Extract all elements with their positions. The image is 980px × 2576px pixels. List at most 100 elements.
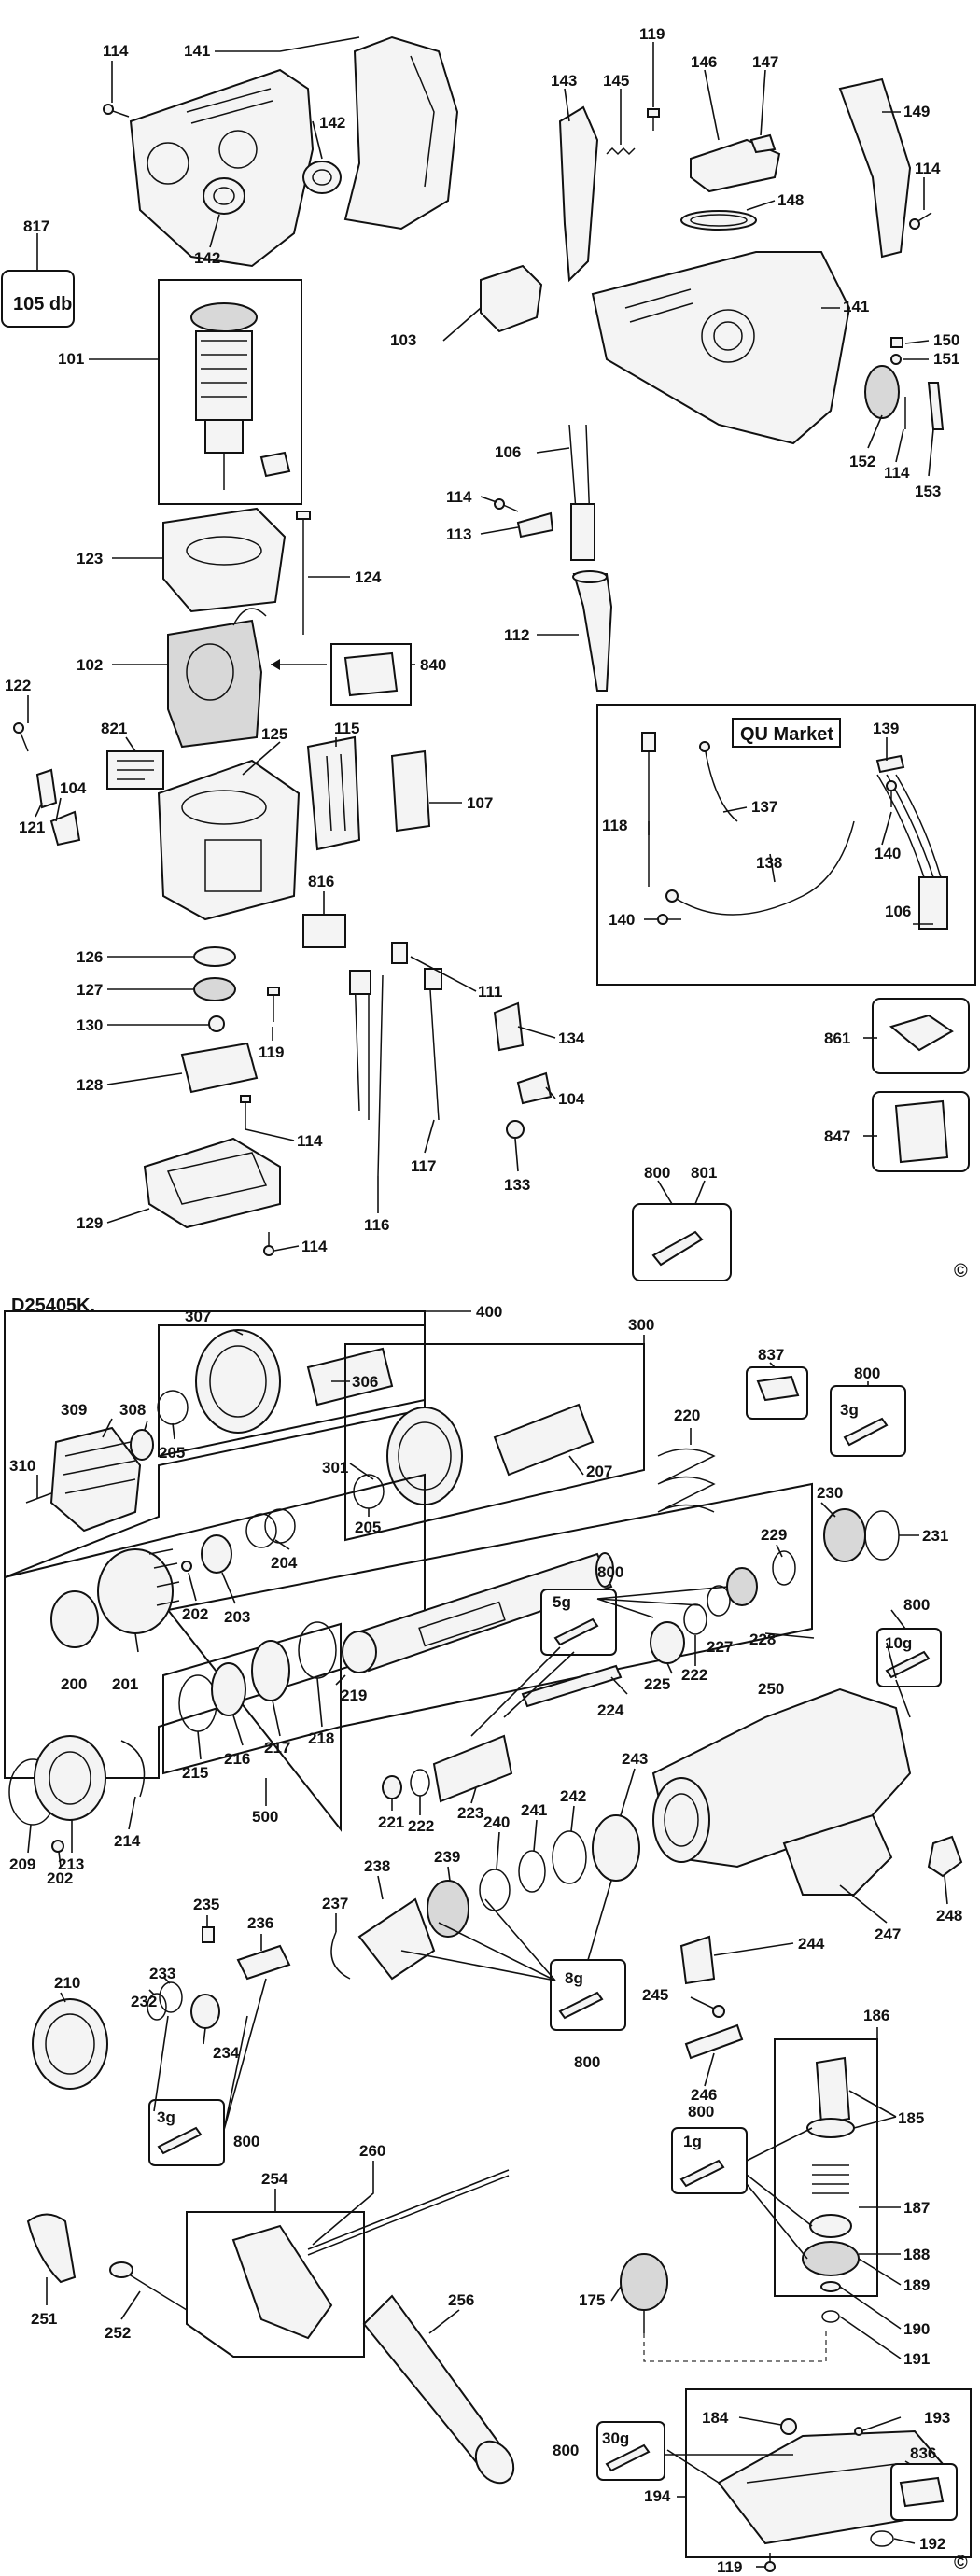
gear-175 (620, 2253, 668, 2333)
callout-225: 225 (644, 1675, 670, 1693)
bearing-holder-128 (180, 1042, 259, 1094)
field-case-125 (157, 759, 301, 921)
callout-114: 114 (301, 1238, 328, 1255)
ring-222-a (683, 1603, 707, 1635)
callout-204: 204 (271, 1554, 298, 1572)
circlip-214 (120, 1740, 146, 1798)
callout-141: 141 (184, 42, 210, 60)
gasket-247 (782, 1813, 893, 1896)
part-223 (432, 1734, 513, 1803)
callout-189: 189 (903, 2276, 930, 2294)
callout-400: 400 (476, 1303, 502, 1321)
screw-140-a (886, 780, 897, 807)
part-244 (679, 1935, 716, 1985)
callout-labels: 105 db QU Market D25405K. © © 114 141 11… (5, 25, 968, 2576)
seal-142-top (302, 161, 342, 194)
kit-model-title: D25405K. (11, 1295, 95, 1316)
callout-241: 241 (521, 1801, 547, 1819)
callout-104: 104 (558, 1090, 585, 1108)
screw-140-b (657, 914, 681, 925)
callout-141: 141 (843, 298, 869, 315)
callout-214: 214 (114, 1832, 141, 1850)
callout-233: 233 (149, 1965, 175, 1982)
qu-market-title-box (732, 718, 841, 748)
part-150 (890, 337, 903, 348)
callout-102: 102 (77, 656, 103, 674)
ring-222-b (410, 1769, 430, 1797)
callout-234: 234 (213, 2044, 240, 2062)
callout-231: 231 (922, 1527, 948, 1545)
box-194 (685, 2388, 972, 2558)
handle-149 (838, 77, 912, 259)
callout-123: 123 (77, 550, 103, 567)
screw-114-e (240, 1095, 251, 1129)
callout-130: 130 (77, 1016, 103, 1034)
part-133 (506, 1120, 525, 1139)
ring-240 (479, 1869, 511, 1911)
callout-310: 310 (9, 1457, 35, 1475)
part-153 (927, 382, 945, 430)
callout-800: 800 (233, 2133, 259, 2150)
callout-222: 222 (408, 1817, 434, 1835)
housing-left-141 (129, 35, 459, 268)
callout-193: 193 (924, 2409, 950, 2427)
ring-231 (864, 1510, 900, 1561)
clamp-251 (26, 2213, 77, 2284)
callout-202: 202 (47, 1869, 73, 1887)
grease-box-8g (550, 1959, 626, 2031)
ring-243 (592, 1814, 640, 1882)
callout-139: 139 (873, 720, 899, 737)
brush-holder-117 (424, 968, 442, 1121)
brush-104-b (516, 1071, 553, 1105)
part-245 (712, 2005, 725, 2018)
callout-800: 800 (903, 1596, 930, 1614)
holder-134 (493, 1001, 525, 1052)
screw-119-a (647, 108, 660, 131)
callout-142: 142 (194, 249, 220, 267)
callout-194: 194 (644, 2487, 671, 2505)
callout-246: 246 (691, 2086, 717, 2104)
gear-housing-250 (651, 1687, 912, 1869)
callout-148: 148 (777, 191, 804, 209)
callout-203: 203 (224, 1608, 250, 1626)
spring-220 (657, 1448, 716, 1513)
box-840 (330, 643, 412, 706)
callout-121: 121 (19, 819, 45, 836)
callout-306: 306 (352, 1373, 378, 1391)
callout-145: 145 (603, 72, 629, 90)
bearing-126 (193, 946, 236, 967)
box-186 (774, 2038, 878, 2297)
callout-129: 129 (77, 1214, 103, 1232)
ring-216 (211, 1662, 246, 1716)
callout-217: 217 (264, 1739, 290, 1757)
ring-241 (518, 1850, 546, 1893)
callout-146: 146 (691, 53, 717, 71)
part-200 (50, 1590, 99, 1648)
part-193 (854, 2427, 863, 2436)
gear-238 (357, 1897, 436, 1981)
callout-101: 101 (58, 350, 84, 368)
callout-133: 133 (504, 1176, 530, 1194)
callout-201: 201 (112, 1675, 138, 1693)
copyright-mark-1: © (954, 1261, 968, 1281)
callout-151: 151 (933, 350, 959, 368)
part-151 (890, 354, 902, 365)
callout-209: 209 (9, 1855, 35, 1873)
part-230 (823, 1508, 866, 1562)
screw-114-c (494, 498, 519, 512)
part-246 (684, 2023, 744, 2060)
callout-238: 238 (364, 1857, 390, 1875)
spindle-219 (342, 1552, 614, 1673)
screw-114-f (263, 1232, 274, 1256)
callout-149: 149 (903, 103, 930, 120)
clip-101 (259, 451, 291, 478)
ring-227 (707, 1585, 731, 1617)
callout-223: 223 (457, 1804, 483, 1822)
callout-800: 800 (644, 1164, 670, 1182)
depth-rod-260 (307, 2169, 510, 2250)
callout-185: 185 (898, 2109, 924, 2127)
callout-114: 114 (446, 488, 472, 506)
callout-243: 243 (622, 1750, 648, 1768)
callout-222: 222 (681, 1666, 707, 1684)
callout-114: 114 (884, 464, 910, 482)
